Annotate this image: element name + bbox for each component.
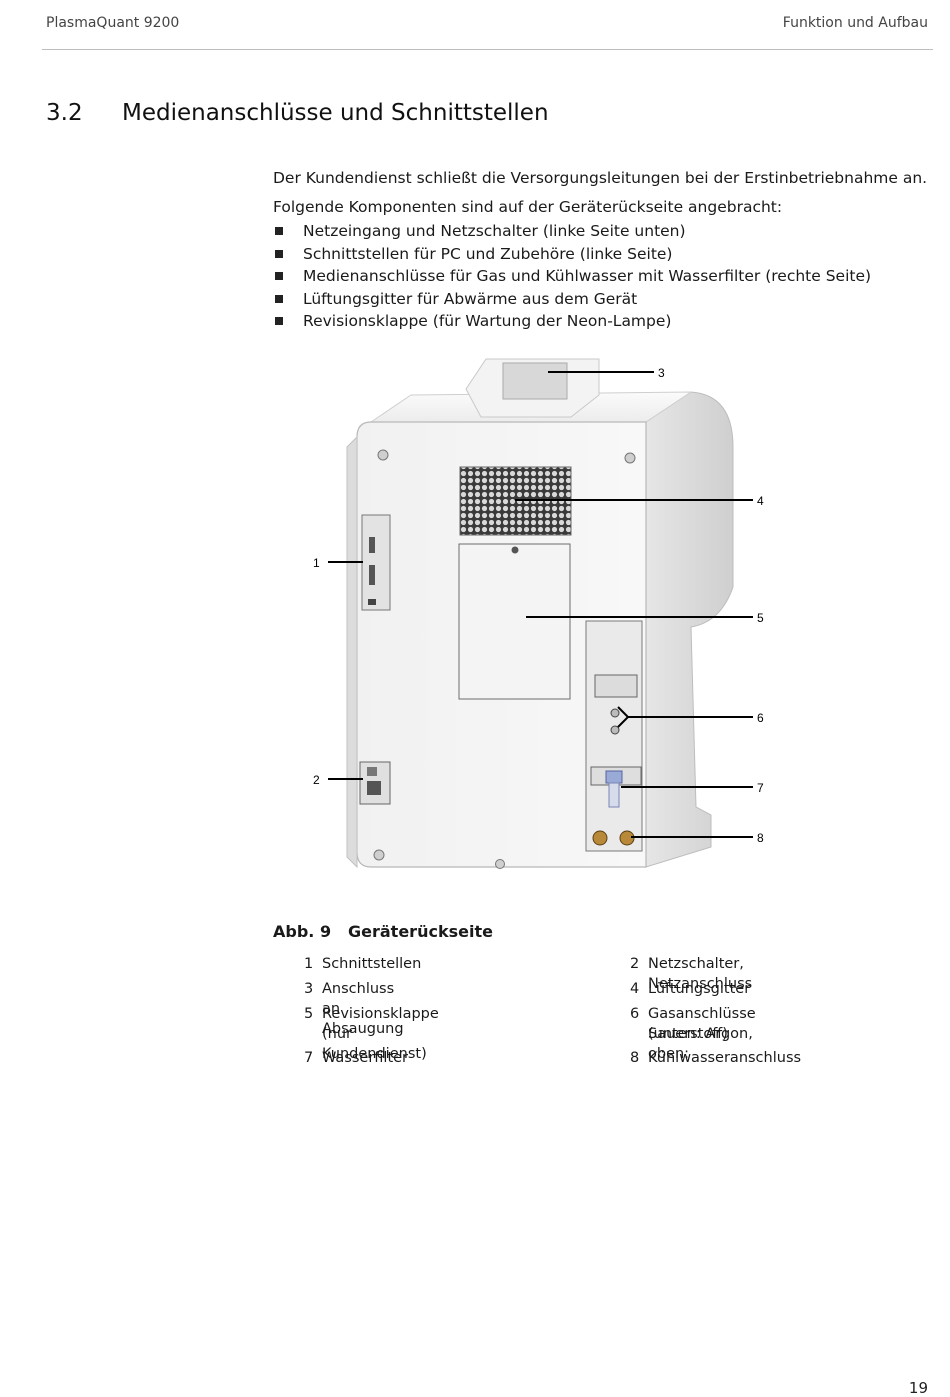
list-item-text: Lüftungsgitter für Abwärme aus dem Gerät (303, 289, 638, 308)
header-divider (42, 49, 933, 50)
callout-1: 1 (313, 556, 320, 570)
legend-number: 4 (630, 981, 640, 997)
screw-icon (377, 449, 389, 461)
argon-connector-icon (610, 725, 620, 735)
power-switch-icon (367, 767, 377, 776)
page-number: 19 (908, 1379, 928, 1397)
legend-text: Anschluss an Absaugung (322, 981, 404, 1037)
legend-text: Lüftungsgitter (648, 981, 751, 997)
bullet-square-icon (275, 227, 283, 235)
callout-4: 4 (757, 494, 764, 508)
running-header-product: PlasmaQuant 9200 (46, 15, 180, 31)
sub-d-port-icon (369, 565, 375, 585)
running-header-chapter: Funktion und Aufbau (782, 15, 928, 31)
callout-2: 2 (313, 773, 320, 787)
legend-text: Gasanschlüsse (unten: Argon, oben: (648, 1006, 756, 1062)
type-plate (594, 674, 638, 698)
figure-number: Abb. 9 (273, 922, 332, 941)
legend-number: 2 (630, 956, 640, 972)
water-filter-cup-icon (608, 782, 620, 808)
bullet-square-icon (275, 272, 283, 280)
list-item: Schnittstellen für PC und Zubehöre (link… (273, 243, 871, 266)
device-side-panel (645, 391, 734, 868)
callout-8: 8 (757, 831, 764, 845)
flap-screw-icon (511, 546, 519, 554)
device-left-edge (346, 435, 358, 869)
usb-port-icon (368, 599, 376, 605)
legend-number: 7 (304, 1050, 314, 1066)
list-item-text: Medienanschlüsse für Gas und Kühlwasser … (303, 267, 872, 285)
legend-number: 3 (304, 981, 314, 997)
callout-7: 7 (757, 781, 764, 795)
list-item-text: Revisionsklappe (für Wartung der Neon-La… (303, 312, 672, 330)
bullet-square-icon (275, 317, 283, 325)
legend-text: Kühlwasseranschluss (648, 1050, 802, 1066)
sub-d-port-icon (369, 537, 375, 553)
service-flap (458, 543, 571, 700)
legend-number: 5 (304, 1006, 314, 1022)
list-item: Medienanschlüsse für Gas und Kühlwasser … (273, 265, 871, 288)
screw-icon (373, 849, 385, 861)
legend-text-continued: Sauerstoff) (648, 1026, 728, 1042)
legend-number: 1 (304, 956, 314, 972)
figure-caption: Geräterückseite (348, 922, 493, 941)
screw-icon (495, 859, 505, 869)
list-item: Lüftungsgitter für Abwärme aus dem Gerät (273, 288, 871, 311)
intro-paragraph: Der Kundendienst schließt die Versorgung… (273, 169, 928, 187)
components-list: Netzeingang und Netzschalter (linke Seit… (273, 220, 871, 333)
section-number: 3.2 (46, 100, 83, 126)
section-title: Medienanschlüsse und Schnittstellen (122, 100, 549, 126)
legend-text: Netzschalter, Netzanschluss (648, 956, 753, 992)
interfaces-panel (361, 514, 391, 611)
callout-6: 6 (757, 711, 764, 725)
bullet-square-icon (275, 249, 283, 258)
exhaust-port-icon (502, 362, 568, 400)
legend-number: 8 (630, 1050, 640, 1066)
power-socket-icon (367, 781, 381, 795)
cooling-water-connector-icon (592, 830, 608, 846)
oxygen-connector-icon (610, 708, 620, 718)
legend-text: Revisionsklappe (nur Kundendienst) (322, 1006, 439, 1062)
list-item: Netzeingang und Netzschalter (linke Seit… (273, 220, 871, 243)
legend-number: 6 (630, 1006, 640, 1022)
water-filter-head-icon (605, 770, 623, 784)
components-intro: Folgende Komponenten sind auf der Geräte… (273, 198, 783, 216)
screw-icon (624, 452, 636, 464)
list-item-text: Netzeingang und Netzschalter (linke Seit… (303, 222, 686, 240)
device-rear-view-figure: 1 2 3 4 5 6 7 8 (313, 358, 764, 869)
callout-3: 3 (658, 366, 665, 380)
list-item-text: Schnittstellen für PC und Zubehöre (link… (303, 244, 673, 263)
media-connection-panel (585, 620, 643, 852)
bullet-square-icon (275, 294, 283, 303)
list-item: Revisionsklappe (für Wartung der Neon-La… (273, 310, 871, 333)
legend-text: Wasserfilter (322, 1050, 409, 1066)
legend-text: Schnittstellen (322, 956, 422, 972)
callout-5: 5 (757, 611, 764, 625)
